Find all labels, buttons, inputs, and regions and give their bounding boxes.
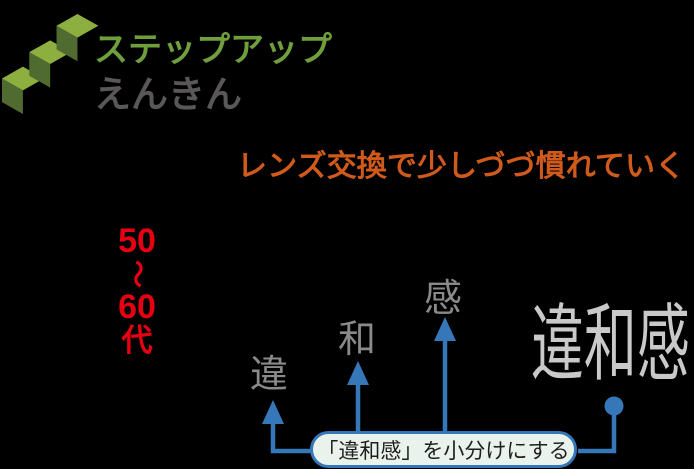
brand-title-line1: ステップアップ	[94, 31, 332, 69]
age-range-label: 50 〜 60 代	[107, 224, 167, 357]
brand-title-line2: えんきん	[94, 74, 242, 115]
staircase-icon	[2, 13, 99, 114]
arrow-up-icon-1	[262, 400, 311, 454]
brand-logo: ステップアップ えんきん	[0, 0, 340, 120]
age-from: 50	[118, 222, 156, 260]
headline-text: レンズ交換で少しづづ慣れていく	[237, 150, 686, 183]
arrow-up-icon-3	[434, 317, 456, 434]
age-suffix: 代	[121, 323, 153, 358]
dot-connector	[578, 396, 624, 454]
callout-box: 「違和感」を小分けにする	[310, 431, 577, 468]
callout-text: 「違和感」を小分けにする	[317, 439, 570, 463]
iwakan-big-label: 違和感	[531, 302, 694, 386]
split-char-3: 感	[424, 278, 463, 320]
age-to: 60	[118, 288, 156, 326]
arrow-up-icon-2	[347, 361, 369, 434]
iwakan-big-label-text: 違和感	[531, 297, 690, 391]
split-char-1: 違	[250, 354, 289, 396]
split-char-2: 和	[338, 319, 377, 361]
connector-dot-icon	[604, 396, 624, 416]
